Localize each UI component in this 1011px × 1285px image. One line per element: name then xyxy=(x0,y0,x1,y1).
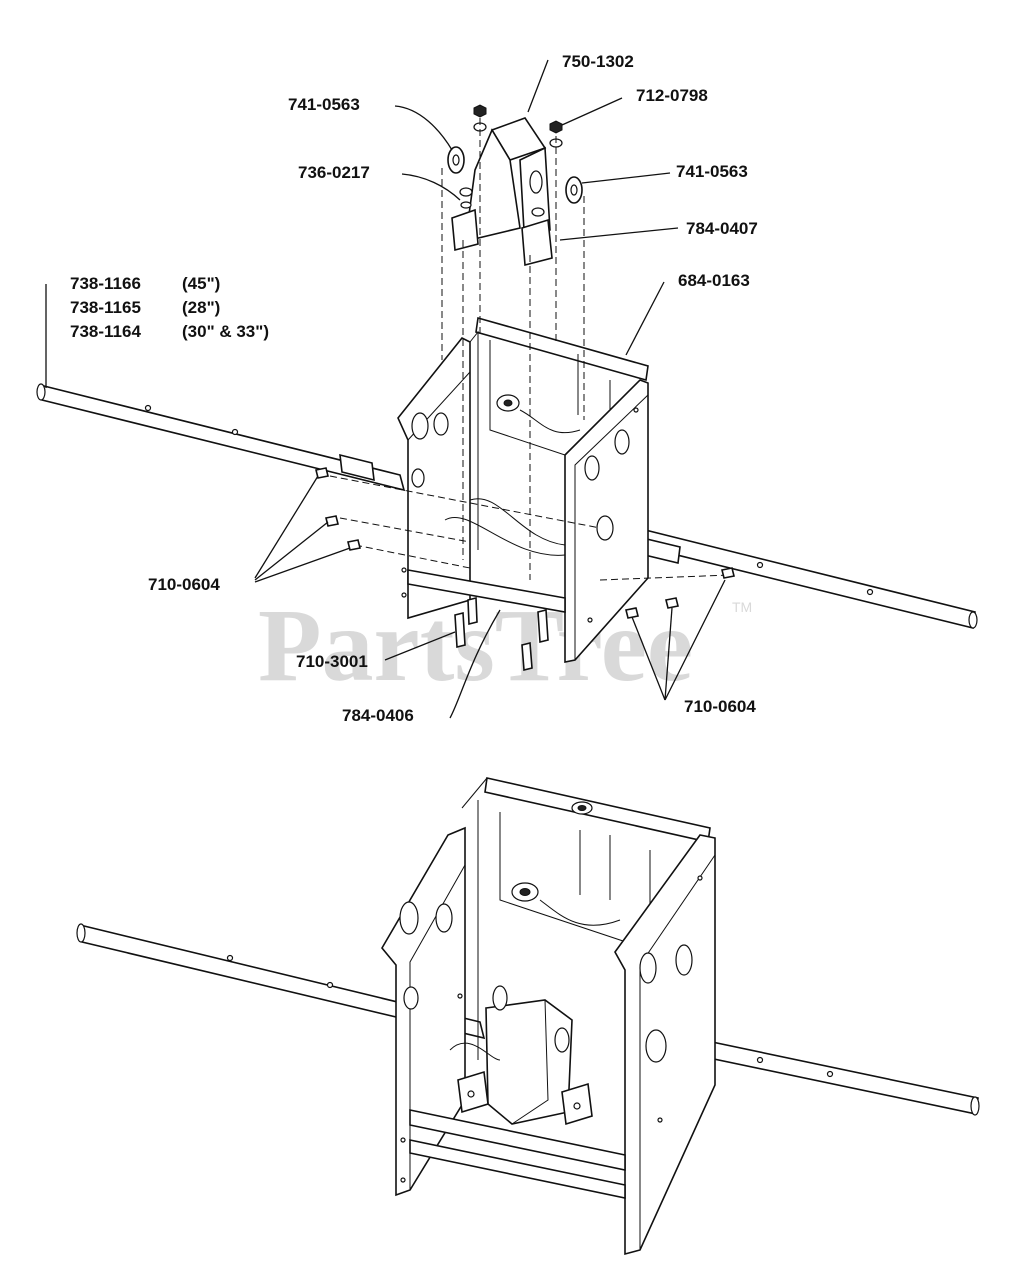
plate-784-0407-right xyxy=(521,218,553,267)
label-738-1165: 738-1165 xyxy=(70,298,141,317)
frame-684-0163 xyxy=(397,316,649,663)
leader-lines xyxy=(45,59,726,719)
bolt-710-3001-b xyxy=(467,596,478,626)
label-736-0217: 736-0217 xyxy=(298,163,370,182)
nut-712-0798-left xyxy=(473,104,487,118)
label-738-1164-size: (30" & 33") xyxy=(182,322,269,341)
washer-736-0217-left xyxy=(459,187,473,197)
assembled-view xyxy=(76,777,980,1256)
washer-736-0217-right xyxy=(531,207,545,217)
bolts-710-0604-right xyxy=(625,567,735,619)
label-738-1164: 738-1164 xyxy=(70,322,141,341)
bolt-710-3001-c xyxy=(537,608,549,644)
label-710-3001: 710-3001 xyxy=(296,652,368,671)
label-750-1302: 750-1302 xyxy=(562,52,634,71)
label-738-1166: 738-1166 xyxy=(70,274,141,293)
label-710-0604-left: 710-0604 xyxy=(148,575,220,594)
label-784-0406: 784-0406 xyxy=(342,706,414,725)
bolt-710-3001-a xyxy=(454,611,466,649)
plate-784-0407-left xyxy=(451,208,479,252)
bolt-710-3001-d xyxy=(521,641,533,672)
nut-712-0798-right xyxy=(549,120,563,134)
label-741-0563-top: 741-0563 xyxy=(288,95,360,114)
watermark-trademark: TM xyxy=(732,599,752,615)
axle-left xyxy=(36,383,406,492)
label-710-0604-right: 710-0604 xyxy=(684,697,756,716)
exploded-assembly xyxy=(36,104,978,672)
part-labels: 750-1302 741-0563 712-0798 736-0217 741-… xyxy=(70,52,758,725)
label-684-0163: 684-0163 xyxy=(678,271,750,290)
label-741-0563-right: 741-0563 xyxy=(676,162,748,181)
label-784-0407: 784-0407 xyxy=(686,219,758,238)
label-712-0798: 712-0798 xyxy=(636,86,708,105)
label-738-1165-size: (28") xyxy=(182,298,220,317)
bolts-710-0604-left xyxy=(315,467,361,551)
label-738-1166-size: (45") xyxy=(182,274,220,293)
